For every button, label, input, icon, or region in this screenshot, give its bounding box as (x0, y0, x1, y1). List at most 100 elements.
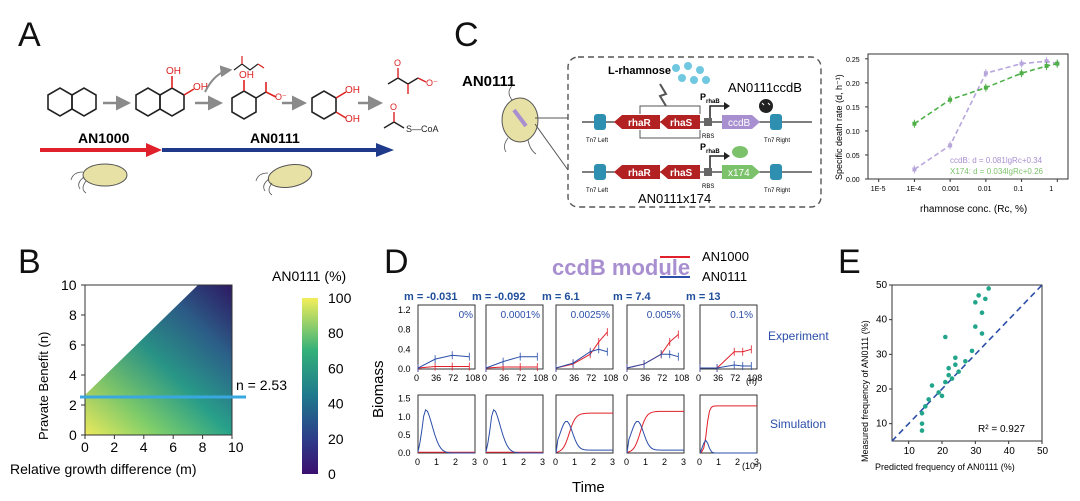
simulation-label: Simulation (770, 417, 826, 431)
top-construct-label: AN0111ccdB (728, 80, 802, 95)
scatter-point (973, 300, 978, 305)
sim-xtick-label: 1 (716, 457, 721, 467)
scatter-point (926, 397, 931, 402)
pyruvate-structure (387, 68, 427, 94)
x174-construct (582, 146, 812, 180)
exp-an0111-line (626, 353, 679, 369)
bacterium-c-icon (501, 85, 539, 155)
c-plot-xlabel: rhamnose conc. (Rc, %) (920, 204, 1027, 215)
sim-an0111-line (417, 408, 475, 454)
exp-xtick-label: 0 (482, 373, 487, 383)
e-ytick-label: 20 (876, 384, 888, 395)
sim-xtick-label: 0 (624, 457, 629, 467)
oh-label-2: OH (193, 82, 208, 93)
b-xtick-label: 0 (81, 439, 89, 455)
data-point (1019, 61, 1024, 66)
an0111-arrowhead (376, 143, 394, 157)
scatter-point (983, 296, 988, 302)
sim-ytick-label: 0.0 (398, 448, 411, 458)
colorbar-tick-label: 100 (328, 290, 352, 306)
sim-xtick-label: 0 (415, 457, 420, 467)
exp-ytick-label: 1.2 (398, 305, 411, 315)
exp-an0111-line (417, 354, 470, 369)
sim-xtick-label: 3 (610, 457, 615, 467)
tn7-left-label-1: Tn7 Left (586, 138, 608, 144)
rbs-label-1: RBS (702, 134, 714, 140)
exp-xtick-label: 0 (696, 373, 701, 383)
rhamnose-label: L-rhamnose (608, 65, 671, 77)
b-xlabel: Relative growth difference (m) (10, 461, 196, 477)
data-point (948, 97, 953, 102)
exp-xtick-label: 36 (499, 373, 509, 383)
rhamnose-pct-label: 0.0001% (501, 310, 541, 321)
panel-c: C AN0111 L-rhamnose AN0111ccdB (454, 16, 822, 208)
time-xlabel: Time (572, 479, 605, 496)
c-ytick-label: 0.15 (846, 105, 860, 112)
scatter-point (929, 383, 935, 388)
exp-xtick-label: 72 (730, 373, 740, 383)
data-point (948, 143, 953, 148)
panel-a-label: A (18, 16, 41, 54)
c-ytick-label: 0.00 (846, 177, 860, 184)
data-point (1044, 59, 1049, 64)
sim-an1000-line (699, 405, 757, 454)
n-threshold-label: n = 2.53 (236, 377, 287, 393)
sim-ytick-label: 1.0 (398, 412, 411, 422)
c-ytick-label: 0.10 (846, 129, 860, 136)
experiment-subplot-frame (417, 304, 476, 370)
e-ylabel: Measured frequency of AN0111 (%) (860, 320, 870, 462)
an0111-label: AN0111 (250, 130, 300, 146)
sim-xtick-label: 3 (754, 457, 759, 467)
biomass-ylabel: Biomass (370, 360, 387, 418)
oh-label-4: OH (345, 85, 360, 96)
b-ytick-label: 8 (69, 307, 77, 323)
sim-xtick-label: 1 (434, 457, 439, 467)
exp-xtick-label: 0 (552, 373, 557, 383)
data-point (983, 71, 988, 76)
ccdB-gene-label: ccdB (728, 118, 751, 129)
panel-c-label: C (454, 16, 479, 54)
fit-line (891, 284, 1043, 442)
exp-xtick-label: 72 (657, 373, 667, 383)
data-point (983, 85, 988, 90)
strain-an0111-label: AN0111 (462, 73, 515, 90)
sim-xtick-label: 1 (572, 457, 577, 467)
simulation-subplot-frame (626, 394, 685, 454)
catechol-structure (311, 90, 347, 120)
dead-face-icon (759, 99, 773, 113)
sim-xtick-label: 2 (521, 457, 526, 467)
tn7-right-label-1: Tn7 Right (764, 138, 790, 144)
oxo-label-1: O (394, 58, 401, 68)
promoter-label-2: PrhaB (700, 142, 720, 155)
m-value-label: m = 6.1 (542, 291, 580, 303)
rhaR-label-2: rhaR (628, 168, 652, 179)
sim-xtick-label: 2 (735, 457, 740, 467)
sim-ytick-label: 1.5 (398, 394, 411, 404)
exp-ytick-label: 0.8 (398, 325, 411, 335)
c-xtick-label: 0.1 (1014, 186, 1024, 193)
r2-label: R² = 0.927 (978, 424, 1025, 435)
b-ytick-label: 2 (69, 397, 77, 413)
e-xlabel: Predicted frequency of AN0111 (%) (875, 462, 1015, 472)
exp-an1000-line (700, 348, 752, 369)
exp-an0111-line (485, 356, 538, 369)
exp-xtick-label: 0 (414, 373, 419, 383)
exp-xtick-label: 108 (465, 373, 480, 383)
tn7-right-label-2: Tn7 Right (764, 188, 790, 194)
c-legend-ccdb: ccdB: d = 0.081lgRc+0.34 (950, 156, 1043, 165)
exp-xtick-label: 36 (569, 373, 579, 383)
exp-ytick-label: 0.0 (398, 364, 411, 374)
panel-a: A OH OH OH (18, 16, 439, 196)
colorbar-tick-label: 40 (328, 396, 344, 412)
b-xtick-label: 10 (228, 439, 244, 455)
scatter-point (943, 334, 948, 340)
c-ytick-label: 0.25 (846, 57, 860, 64)
rhamnose-pct-label: 0% (459, 310, 474, 321)
sim-an1000-line (626, 410, 685, 453)
zoom-line-2 (534, 123, 569, 171)
e-ytick-label: 30 (876, 349, 888, 360)
sim-an0111-line (626, 420, 684, 454)
dihydroxynaphthalene-structure (135, 76, 195, 117)
